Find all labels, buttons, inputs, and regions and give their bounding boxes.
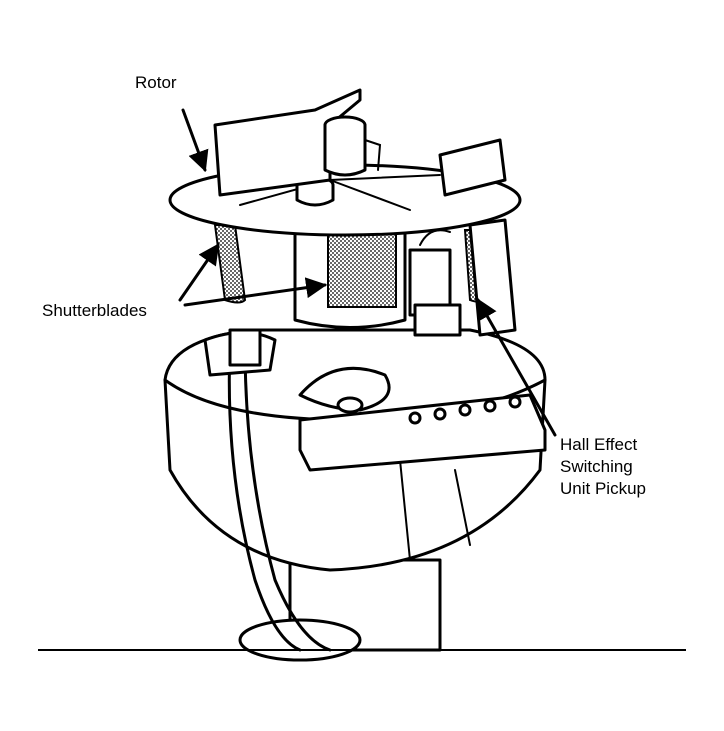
leader-lines	[178, 108, 557, 437]
pickup-plate	[298, 366, 547, 472]
rotor-top	[213, 88, 507, 197]
wire-cable	[203, 328, 332, 652]
hall-effect-label-line1: Hall Effect	[560, 435, 638, 454]
hall-leader	[476, 298, 557, 437]
hall-effect-pickup	[408, 218, 517, 337]
shutterblade-leader-1	[178, 243, 220, 302]
hall-effect-label-line2: Switching	[560, 457, 633, 476]
rotor-label: Rotor	[135, 73, 177, 92]
shaft-assembly	[213, 218, 487, 329]
shutterblades-label: Shutterblades	[42, 301, 147, 320]
shutterblade-leader-2	[183, 277, 328, 307]
hall-effect-label-line3: Unit Pickup	[560, 479, 646, 498]
rotor-leader	[181, 108, 209, 172]
